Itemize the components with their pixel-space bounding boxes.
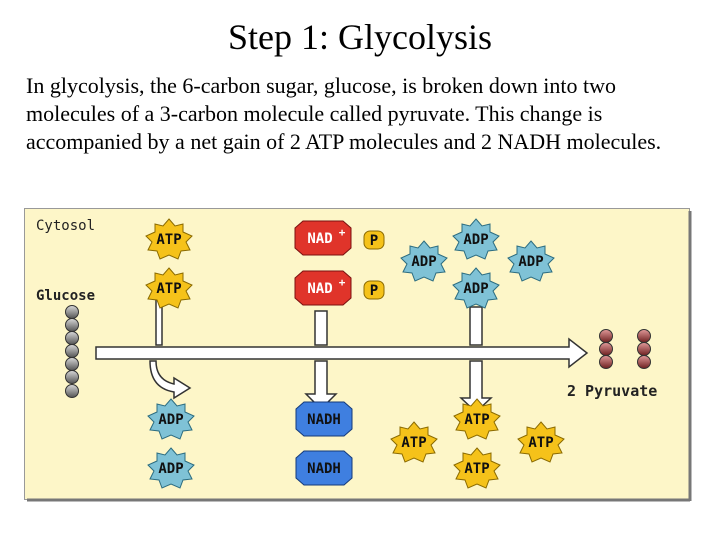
nadh-molecule: NADH: [295, 450, 353, 486]
atp-output-molecule: ATP: [390, 421, 438, 463]
arrow-out-left: [149, 360, 192, 400]
svg-text:ADP: ADP: [158, 461, 183, 477]
slide-title: Step 1: Glycolysis: [227, 17, 492, 57]
svg-text:P: P: [370, 233, 378, 249]
adp-input-molecule: ADP: [507, 240, 555, 282]
svg-text:ADP: ADP: [463, 281, 488, 297]
glycolysis-diagram-svg: Cytosol Glucose 2 Pyruvate: [24, 208, 692, 502]
svg-text:ADP: ADP: [158, 412, 183, 428]
glucose-bead: [65, 344, 79, 358]
glucose-label: Glucose: [36, 288, 95, 304]
adp-input-molecule: ADP: [452, 218, 500, 260]
atp-output-molecule: ATP: [517, 421, 565, 463]
svg-text:NAD: NAD: [307, 231, 332, 247]
glucose-bead: [65, 370, 79, 384]
svg-text:ATP: ATP: [464, 412, 489, 428]
svg-text:ADP: ADP: [463, 232, 488, 248]
svg-text:ATP: ATP: [156, 281, 181, 297]
arrow-in-right: [469, 306, 483, 346]
pyruvate-bead: [599, 329, 613, 343]
main-reaction-arrow: [95, 337, 589, 369]
pyruvate-bead: [599, 355, 613, 369]
svg-text:NAD: NAD: [307, 281, 332, 297]
adp-input-molecule: ADP: [452, 267, 500, 309]
glucose-bead: [65, 384, 79, 398]
nadh-molecule: NADH: [295, 401, 353, 437]
atp-input-molecule: ATP: [145, 267, 193, 309]
adp-input-molecule: ADP: [400, 240, 448, 282]
atp-input-molecule: ATP: [145, 218, 193, 260]
svg-text:ADP: ADP: [411, 254, 436, 270]
nad-plus-molecule: NAD +: [294, 220, 352, 256]
svg-text:ATP: ATP: [528, 435, 553, 451]
glucose-bead: [65, 305, 79, 319]
arrow-out-right: [459, 360, 493, 414]
adp-output-molecule: ADP: [147, 447, 195, 489]
atp-output-molecule: ATP: [453, 447, 501, 489]
cytosol-label: Cytosol: [36, 218, 95, 234]
glucose-bead: [65, 331, 79, 345]
svg-text:+: +: [339, 276, 346, 289]
svg-text:+: +: [339, 226, 346, 239]
phosphate-molecule: P: [363, 280, 385, 300]
atp-output-molecule: ATP: [453, 398, 501, 440]
pyruvate-molecules: [599, 329, 651, 369]
glycolysis-diagram: Cytosol Glucose 2 Pyruvate: [24, 208, 692, 502]
svg-text:ATP: ATP: [156, 232, 181, 248]
pyruvate-bead: [637, 342, 651, 356]
pyruvate-bead: [599, 342, 613, 356]
phosphate-molecule: P: [363, 230, 385, 250]
pyruvate-bead: [637, 355, 651, 369]
nad-plus-molecule: NAD +: [294, 270, 352, 306]
glucose-bead: [65, 357, 79, 371]
svg-text:P: P: [370, 283, 378, 299]
intro-paragraph: In glycolysis, the 6-carbon sugar, gluco…: [26, 73, 662, 154]
adp-output-molecule: ADP: [147, 398, 195, 440]
svg-text:ATP: ATP: [464, 461, 489, 477]
svg-text:ATP: ATP: [401, 435, 426, 451]
arrow-in-middle: [314, 310, 328, 346]
glucose-molecule: [65, 305, 79, 398]
svg-text:ADP: ADP: [518, 254, 543, 270]
pyruvate-label: 2 Pyruvate: [567, 382, 657, 400]
svg-text:NADH: NADH: [307, 412, 341, 428]
svg-text:NADH: NADH: [307, 461, 341, 477]
flow-arrows: [149, 297, 493, 414]
pyruvate-bead: [637, 329, 651, 343]
glucose-bead: [65, 318, 79, 332]
